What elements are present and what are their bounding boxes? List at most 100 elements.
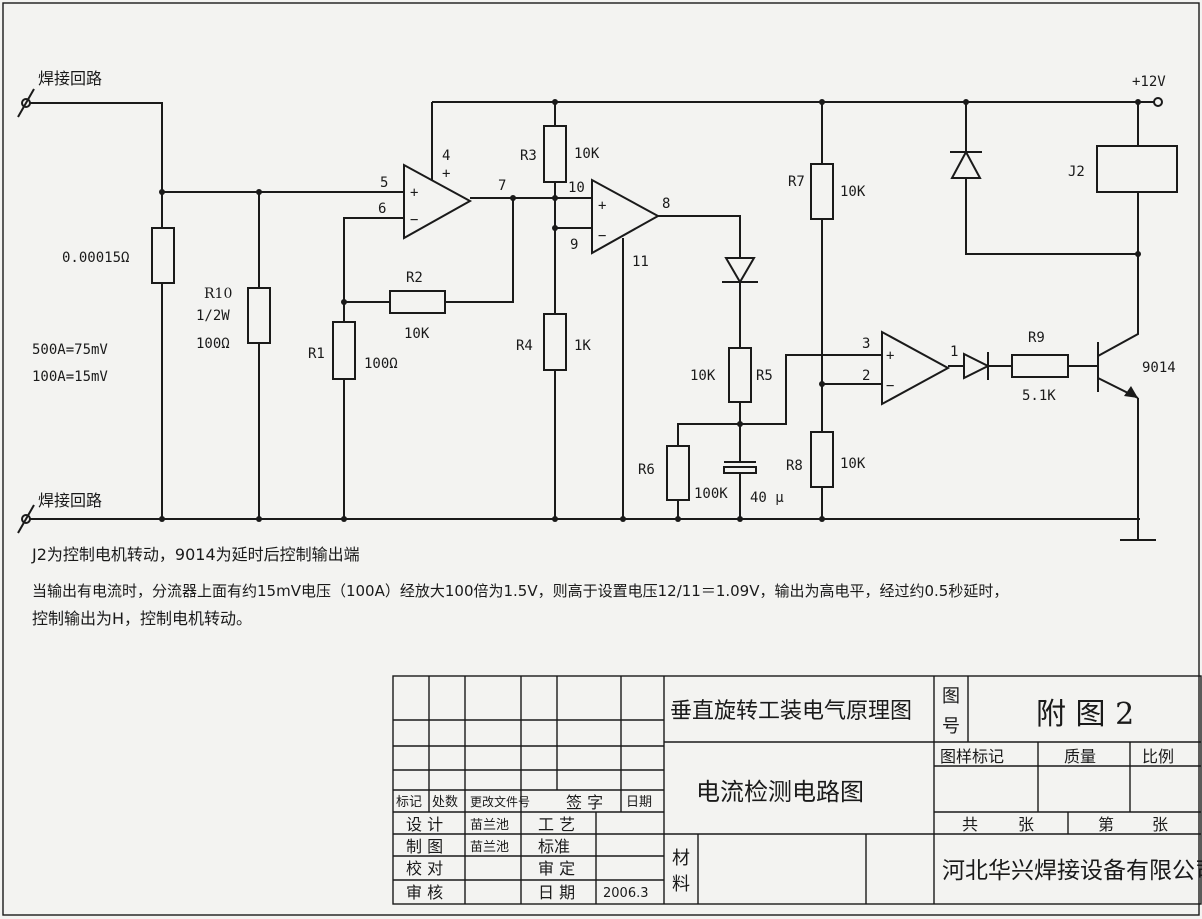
label-r10-name: R10 (204, 286, 232, 302)
vcc-terminal (1153, 97, 1163, 107)
label-transistor: 9014 (1142, 360, 1176, 376)
label-r7-name: R7 (788, 174, 805, 190)
tb-rev-date: 日期 (626, 795, 652, 810)
resistor-r3 (543, 102, 567, 314)
opamp-b (591, 178, 661, 519)
tb-sheet2: 张 (1152, 815, 1168, 834)
pin-4: 4 (442, 148, 450, 164)
title-block: 标记 处数 更改文件号 签 字 日期 设 计 苗兰池 工 艺 制 图 苗兰池 标… (392, 675, 1202, 905)
resistor-r7 (810, 102, 834, 432)
label-r8-name: R8 (786, 458, 803, 474)
label-r6-val: 100K (694, 486, 728, 502)
pin-8: 8 (662, 196, 670, 212)
tb-rev-count: 处数 (432, 795, 458, 810)
note-line-3: 控制输出为H，控制电机转动。 (32, 609, 252, 628)
label-r7-val: 10K (840, 184, 866, 200)
label-r6-name: R6 (638, 462, 655, 478)
resistor-r2 (389, 290, 446, 314)
pin-11: 11 (632, 254, 649, 270)
label-r2-name: R2 (406, 270, 423, 286)
opamp-b-plus: + (598, 198, 606, 214)
note-line-1: J2为控制电机转动，9014为延时后控制输出端 (31, 545, 360, 564)
diode-d1 (722, 257, 758, 348)
note-line-2: 当输出有电流时，分流器上面有约15mV电压（100A）经放大100倍为1.5V，… (32, 582, 1008, 600)
pin-5: 5 (380, 175, 388, 191)
pin-4-plus: + (442, 166, 450, 182)
opamp-a-minus: − (410, 212, 418, 228)
flyback-diode (950, 102, 1138, 255)
tb-material-2: 料 (672, 874, 690, 895)
tb-process: 工 艺 (538, 815, 575, 834)
pin-10: 10 (568, 180, 585, 196)
label-r1-val: 100Ω (364, 356, 398, 372)
label-r4-val: 1K (574, 338, 591, 354)
opamp-c-plus: + (886, 348, 894, 364)
label-r10-val: 100Ω (196, 336, 230, 352)
label-r3-name: R3 (520, 148, 537, 164)
label-weld-bottom: 焊接回路 (38, 491, 102, 510)
tb-standard: 标准 (538, 837, 570, 856)
pin-6: 6 (378, 201, 386, 217)
label-r3-val: 10K (574, 146, 600, 162)
tb-fig-label-2: 号 (942, 716, 960, 737)
label-r9-name: R9 (1028, 330, 1045, 346)
resistor-r10 (247, 192, 271, 519)
pin-7: 7 (498, 178, 506, 194)
label-r8-val: 10K (840, 456, 866, 472)
label-capacitor: 40 μ (750, 490, 784, 506)
tb-total: 共 (962, 815, 978, 834)
tb-sheet: 张 (1018, 815, 1034, 834)
label-vcc: +12V (1132, 74, 1166, 90)
tb-approve: 审 定 (538, 859, 575, 878)
tb-check: 校 对 (406, 859, 443, 878)
resistor-r6 (666, 445, 690, 519)
capacitor-c1 (723, 461, 757, 519)
weld-terminal-top (17, 88, 163, 228)
opamp-b-minus: − (598, 228, 606, 244)
opamp-a (403, 102, 473, 240)
label-cal-500a: 500A=75mV (32, 342, 108, 358)
tb-design-by: 苗兰池 (470, 818, 509, 833)
resistor-r9 (1011, 354, 1098, 378)
opamp-a-plus: + (410, 185, 418, 201)
tb-rev-docno: 更改文件号 (470, 794, 530, 809)
shunt-resistor (151, 227, 175, 519)
tb-weight: 质量 (1064, 747, 1096, 766)
tb-nth: 第 (1098, 815, 1114, 834)
resistor-r8 (810, 431, 834, 519)
label-r2-val: 10K (404, 326, 430, 342)
tb-date-label: 日 期 (538, 883, 575, 902)
transistor-9014 (1097, 254, 1156, 541)
tb-material-1: 材 (672, 848, 690, 869)
tb-design: 设 计 (406, 815, 443, 834)
pin-2: 2 (862, 368, 870, 384)
label-cal-100a: 100A=15mV (32, 369, 108, 385)
resistor-r4 (543, 313, 567, 519)
tb-draw: 制 图 (406, 837, 443, 856)
tb-rev-sign: 签 字 (566, 793, 603, 812)
tb-drawing-title: 电流检测电路图 (696, 778, 864, 806)
pin-9: 9 (570, 237, 578, 253)
tb-sample-mark: 图样标记 (940, 747, 1004, 766)
label-r5-val: 10K (690, 368, 716, 384)
diode-d2 (963, 352, 1012, 380)
tb-scale: 比例 (1142, 747, 1174, 766)
resistor-r1 (332, 321, 356, 519)
relay-j2 (1096, 102, 1178, 254)
pin-1: 1 (950, 344, 958, 360)
opamp-c (881, 330, 951, 406)
tb-project-title: 垂直旋转工装电气原理图 (670, 699, 912, 724)
wire-in-minus (343, 217, 404, 322)
label-relay: J2 (1068, 164, 1085, 180)
opamp-c-minus: − (886, 378, 894, 394)
tb-rev-mark: 标记 (396, 795, 422, 810)
resistor-r5 (728, 347, 752, 462)
pin-3: 3 (862, 336, 870, 352)
wire-out-b (658, 215, 741, 258)
tb-fig-label-1: 图 (942, 686, 960, 707)
tb-fig-number: 附 图 2 (1036, 697, 1134, 732)
label-shunt: 0.00015Ω (62, 250, 129, 266)
label-r4-name: R4 (516, 338, 533, 354)
